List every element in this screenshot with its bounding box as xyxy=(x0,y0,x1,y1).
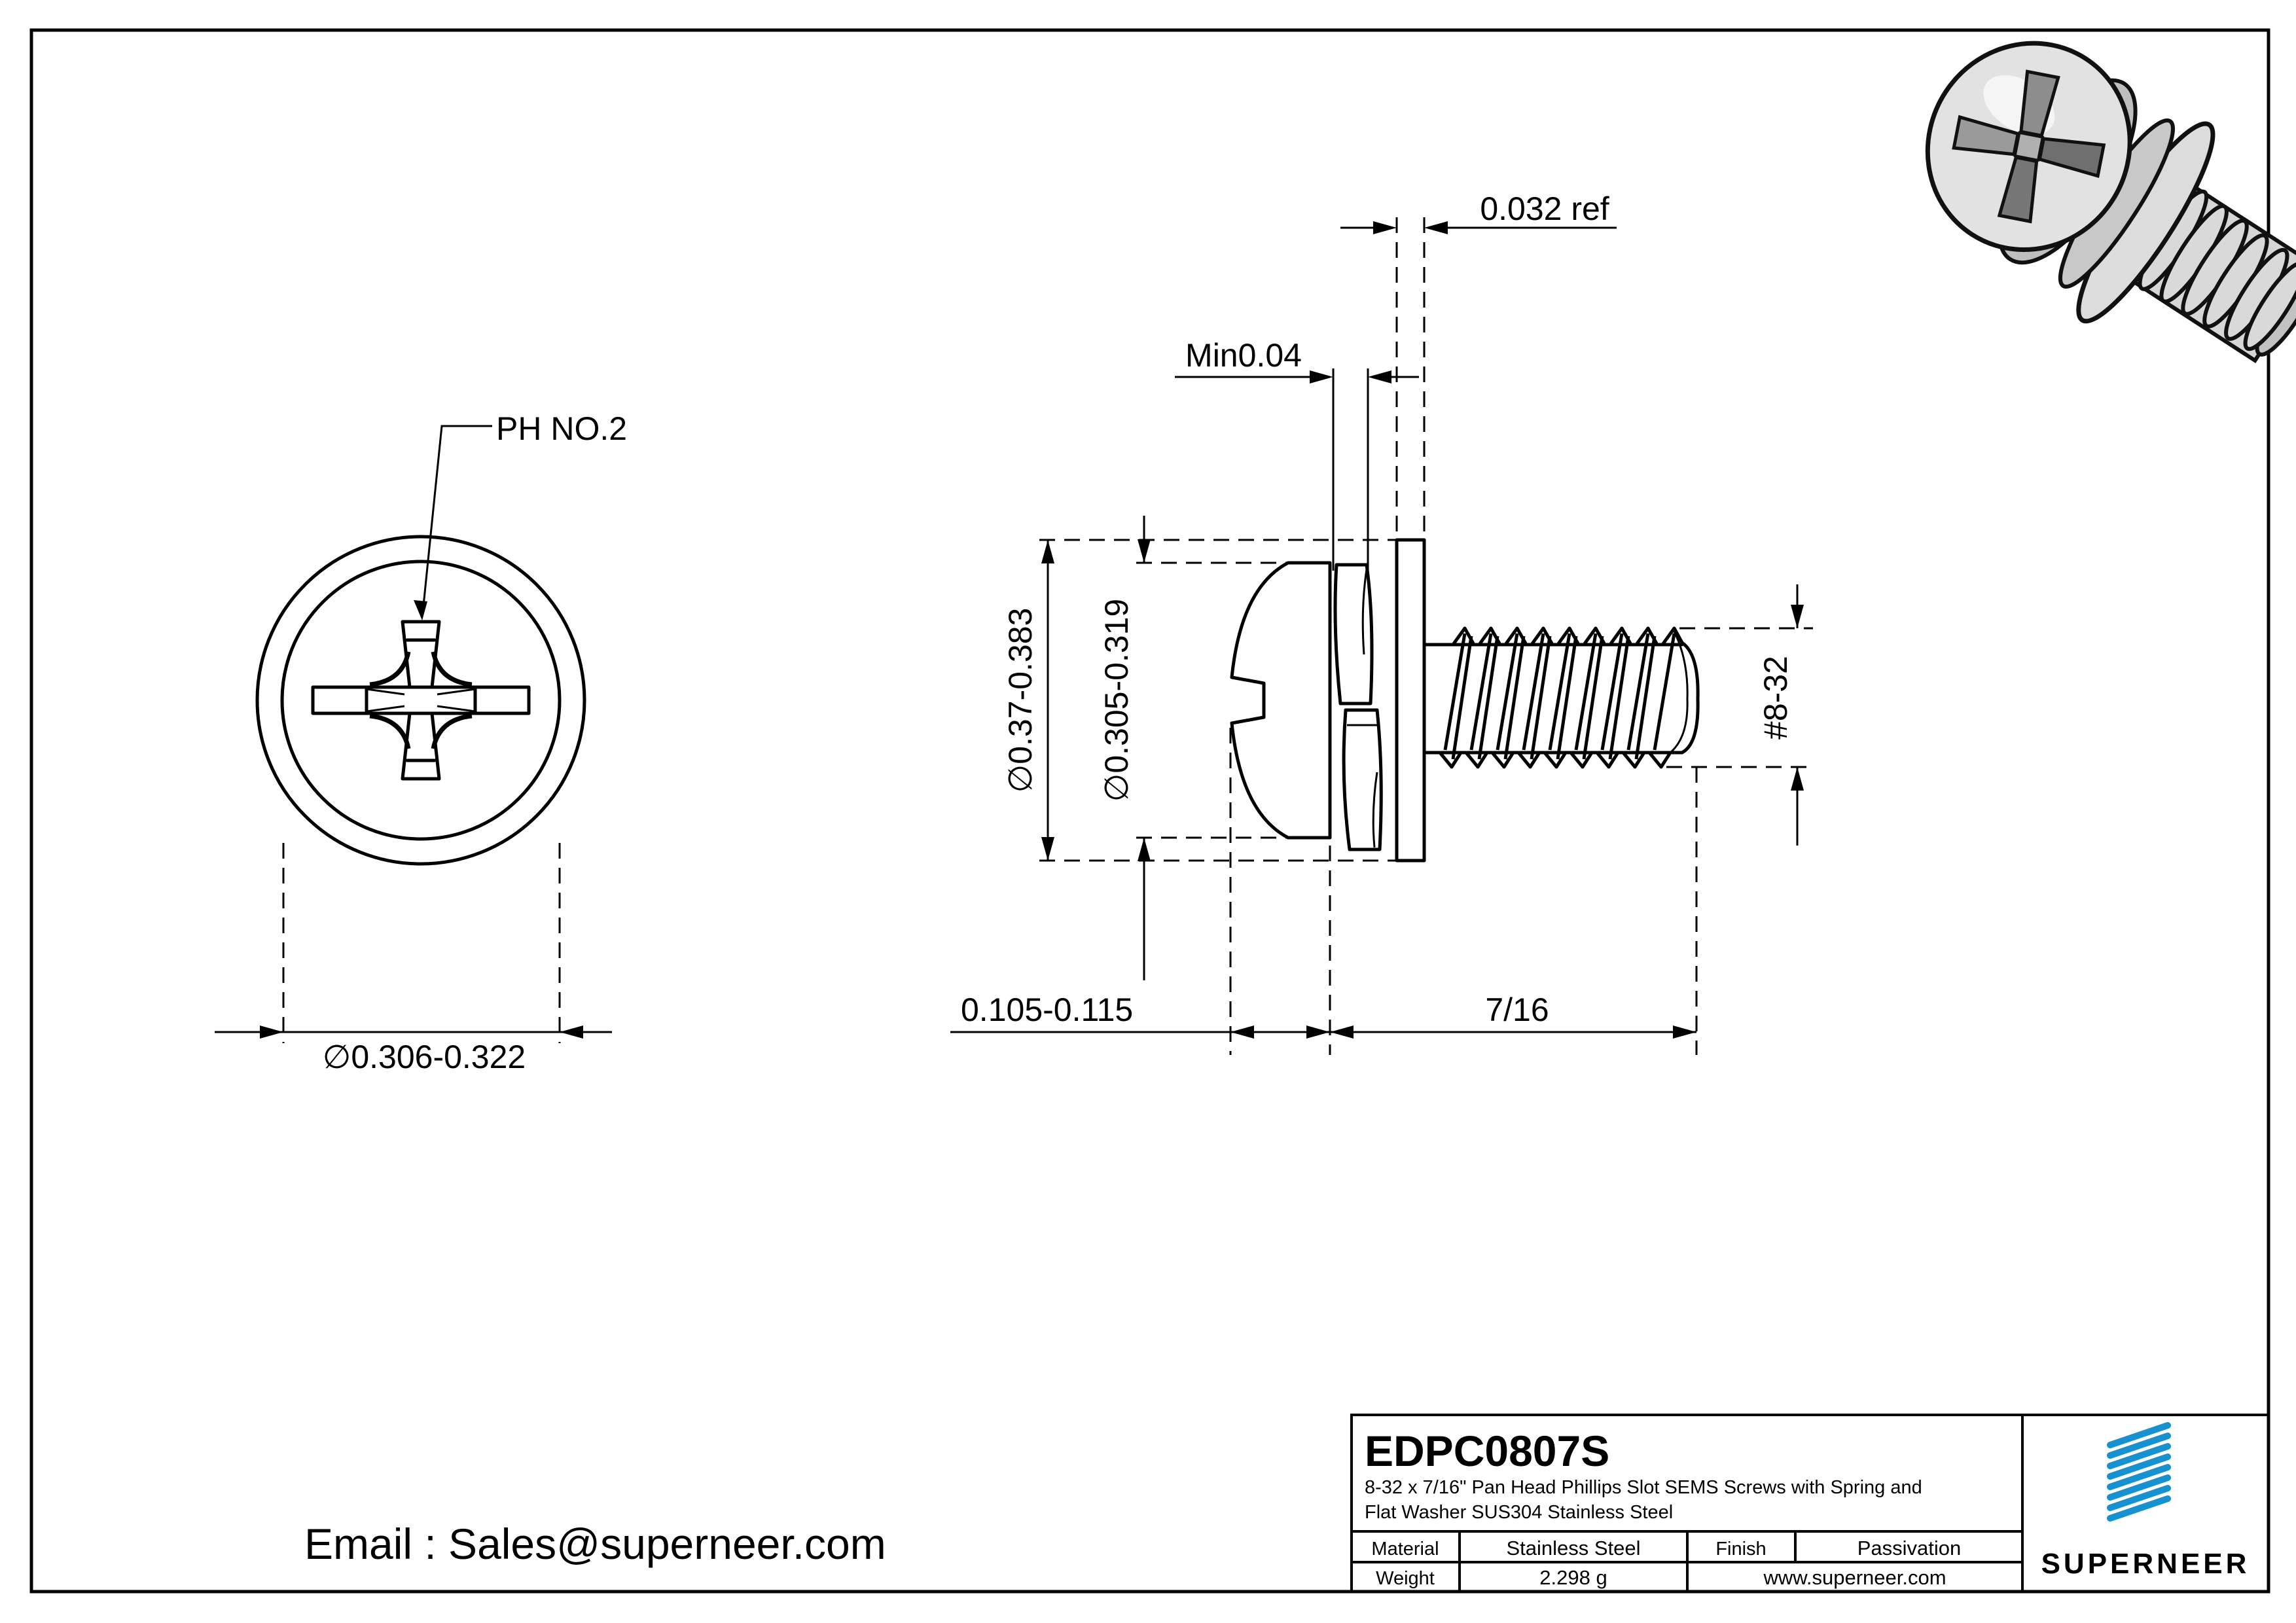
dim-head-od-text: ∅0.305-0.319 xyxy=(1098,599,1135,802)
slot-taper xyxy=(437,688,476,696)
dim-arrowhead xyxy=(1310,370,1333,383)
dim-washer-od-text: ∅0.37-0.383 xyxy=(1002,608,1039,793)
thread-rings-3d xyxy=(2138,189,2296,351)
title-block: EDPC0807S 8-32 x 7/16" Pan Head Phillips… xyxy=(1350,1414,2270,1593)
slot-taper xyxy=(366,705,405,713)
dim-arrowhead xyxy=(1041,540,1054,563)
part-number: EDPC0807S xyxy=(1365,1427,1609,1475)
dim-arrowhead xyxy=(260,1026,283,1039)
dim-flat-washer-thickness-text: 0.032 ref xyxy=(1480,190,1609,227)
finish-label-value: Passivation xyxy=(1857,1537,1962,1560)
front-view: PH NO.2 ∅0.306-0.322 xyxy=(215,410,627,1075)
sheet-border xyxy=(29,28,2270,1594)
flat-washer-profile xyxy=(1395,538,1426,863)
superneer-logo-icon xyxy=(2107,1422,2171,1522)
pan-head-profile xyxy=(1230,561,1332,840)
phillips-arm-top xyxy=(401,620,441,689)
spring-washer-upper-leaf xyxy=(1333,563,1374,705)
weight-value: 2.298 g xyxy=(1539,1566,1607,1589)
thread-flank-lines xyxy=(1443,633,1676,760)
screw-3d-render xyxy=(1925,41,2296,364)
recess-fillet xyxy=(431,713,473,749)
title-block-border xyxy=(1350,1414,2270,1593)
description-line1: 8-32 x 7/16" Pan Head Phillips Slot SEMS… xyxy=(1365,1477,1922,1498)
recess-fillet xyxy=(431,651,473,687)
head-outline-circle xyxy=(280,560,562,841)
leader-line xyxy=(422,425,492,613)
slot-taper xyxy=(437,705,476,713)
brand-name: SUPERNEER xyxy=(2041,1548,2250,1580)
washer-outline-circle xyxy=(255,535,586,866)
dim-arrowhead xyxy=(1791,605,1804,628)
description-line2: Flat Washer SUS304 Stainless Steel xyxy=(1365,1502,1673,1523)
dim-arrowhead xyxy=(1041,837,1054,861)
dim-thread-size-text: #8-32 xyxy=(1757,656,1794,740)
website-link[interactable]: www.superneer.com xyxy=(1763,1566,1946,1589)
phillips-arm-bottom xyxy=(401,711,441,781)
weight-label: Weight xyxy=(1376,1568,1435,1589)
spring-washer-curl xyxy=(1372,772,1378,848)
finish-label: Finish xyxy=(1715,1539,1766,1560)
dim-arrowhead xyxy=(1138,539,1151,563)
dim-arrowhead xyxy=(1791,767,1804,791)
dim-length-text: 7/16 xyxy=(1485,991,1549,1028)
dim-arrowhead xyxy=(1138,838,1151,861)
recess-fillet xyxy=(369,713,411,749)
thread-end xyxy=(1680,641,1700,755)
slot-taper xyxy=(366,688,405,696)
spring-washer-lower-leaf xyxy=(1342,708,1383,851)
contact-email[interactable]: Email : Sales@superneer.com xyxy=(304,1520,886,1568)
dim-arrowhead xyxy=(1424,221,1448,234)
slot-outline xyxy=(311,685,531,715)
dim-arrowhead xyxy=(1368,370,1391,383)
thread-end-inner xyxy=(1670,631,1689,754)
dim-head-height-text: 0.105-0.115 xyxy=(961,991,1133,1028)
material-value: Stainless Steel xyxy=(1506,1537,1640,1560)
material-label: Material xyxy=(1371,1539,1439,1560)
phillips-recess-3d xyxy=(1952,69,2106,224)
leader-arrowhead xyxy=(414,600,427,620)
flat-washer-3d xyxy=(2076,121,2215,324)
dim-min-clearance-text: Min0.04 xyxy=(1185,337,1302,374)
dim-arrowhead xyxy=(1306,1026,1330,1039)
dim-arrowhead xyxy=(1230,1026,1254,1039)
dim-head-diameter-text: ∅0.306-0.322 xyxy=(323,1039,526,1075)
dim-arrowhead xyxy=(1373,221,1397,234)
side-view: 0.032 ref Min0.04 ∅0.37-0.383 ∅0.305-0.3… xyxy=(950,190,1813,1055)
recess-label: PH NO.2 xyxy=(496,410,627,447)
dim-arrowhead xyxy=(1330,1026,1354,1039)
dim-arrowhead xyxy=(560,1026,583,1039)
dim-arrowhead xyxy=(1673,1026,1696,1039)
recess-fillet xyxy=(369,651,411,687)
thread-crests xyxy=(1438,626,1684,769)
spring-washer-curl xyxy=(1361,569,1368,655)
